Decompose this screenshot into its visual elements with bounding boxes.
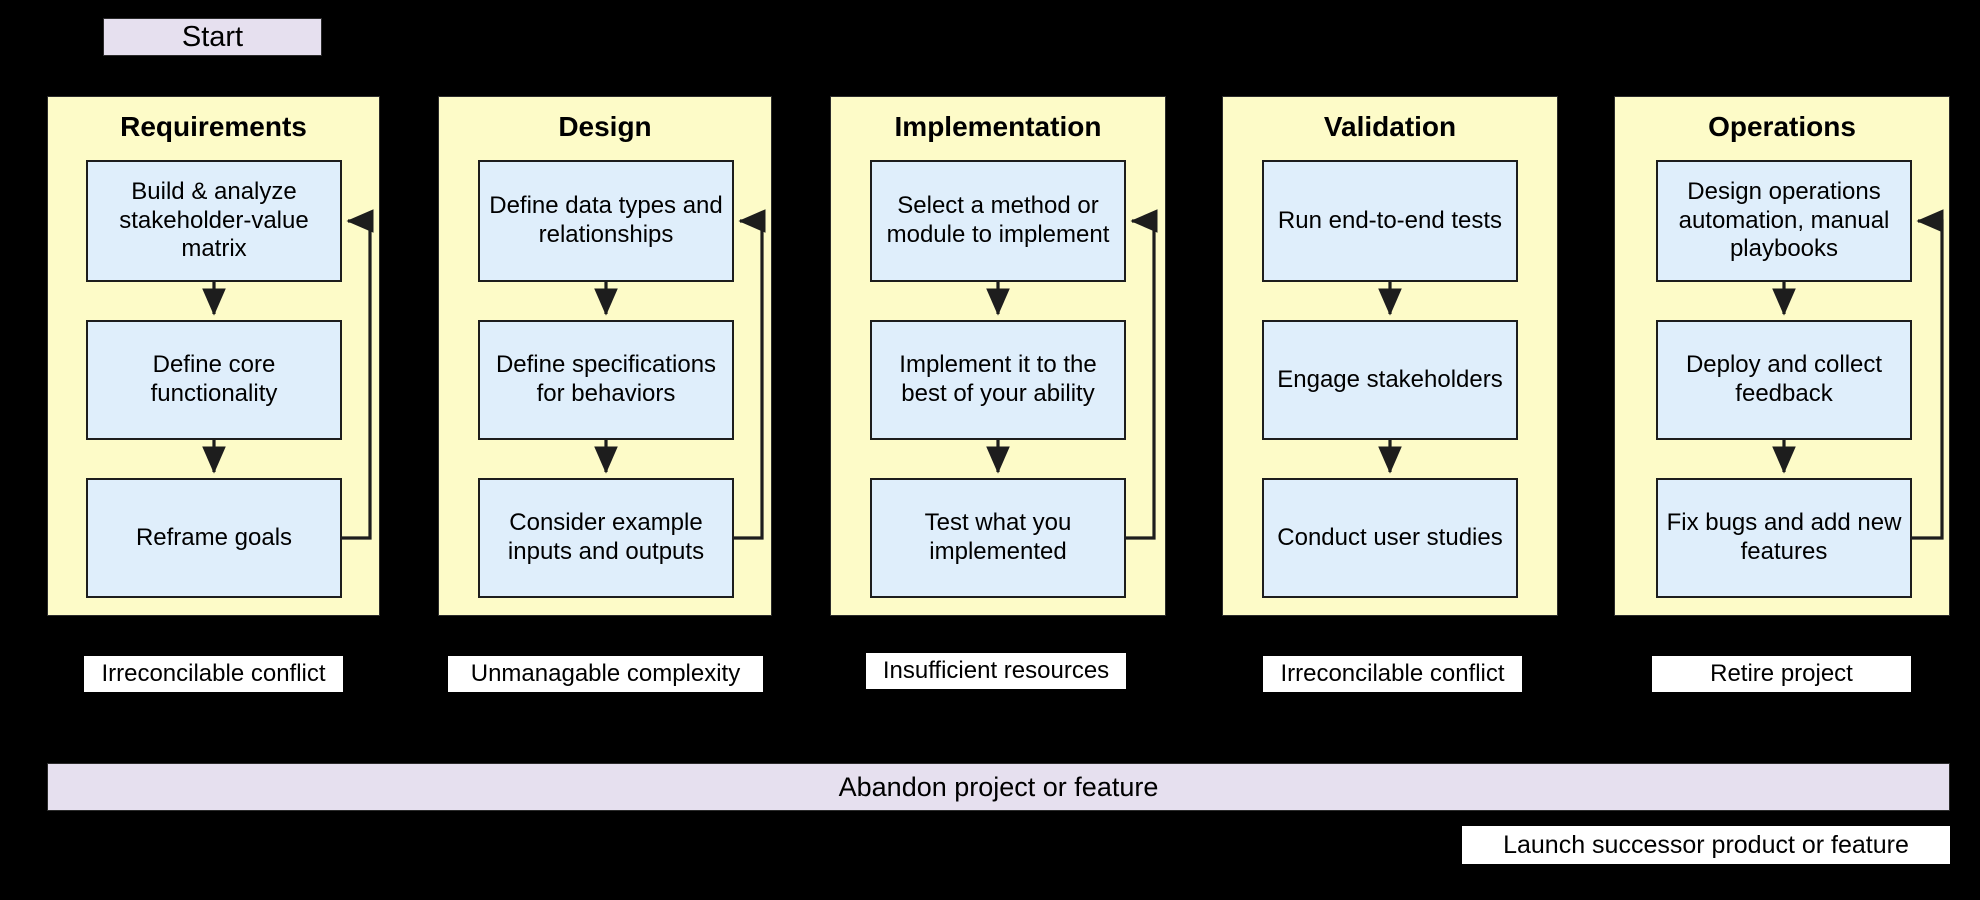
step-box-validation-2: Engage stakeholders	[1262, 320, 1518, 440]
exit-label-implementation: Insufficient resources	[866, 653, 1126, 689]
step-box-requirements-2: Define core functionality	[86, 320, 342, 440]
step-box-design-3: Consider example inputs and outputs	[478, 478, 734, 598]
phase-title-design: Design	[558, 111, 652, 142]
step-box-validation-1: Run end-to-end tests	[1262, 160, 1518, 282]
step-box-implementation-2: Implement it to the best of your ability	[870, 320, 1126, 440]
step-box-requirements-3: Reframe goals	[86, 478, 342, 598]
launch-bar: Launch successor product or feature	[1462, 826, 1950, 864]
exit-label-operations: Retire project	[1652, 656, 1911, 692]
step-box-requirements-1: Build & analyze stakeholder-value matrix	[86, 160, 342, 282]
step-box-implementation-1: Select a method or module to implement	[870, 160, 1126, 282]
phase-title-operations: Operations	[1708, 111, 1856, 142]
step-box-implementation-3: Test what you implemented	[870, 478, 1126, 598]
step-box-validation-3: Conduct user studies	[1262, 478, 1518, 598]
phase-title-requirements: Requirements	[120, 111, 307, 142]
start-label: Start	[181, 20, 244, 53]
exit-label-validation: Irreconcilable conflict	[1263, 656, 1522, 692]
start-node: Start	[103, 18, 322, 56]
step-box-operations-2: Deploy and collect feedback	[1656, 320, 1912, 440]
exit-label-requirements: Irreconcilable conflict	[84, 656, 343, 692]
step-box-design-2: Define specifications for behaviors	[478, 320, 734, 440]
abandon-bar: Abandon project or feature	[47, 763, 1950, 811]
exit-label-design: Unmanagable complexity	[448, 656, 763, 692]
step-box-operations-1: Design operations automation, manual pla…	[1656, 160, 1912, 282]
phase-title-validation: Validation	[1323, 111, 1457, 142]
step-box-design-1: Define data types and relationships	[478, 160, 734, 282]
phase-title-implementation: Implementation	[894, 111, 1102, 142]
step-box-operations-3: Fix bugs and add new features	[1656, 478, 1912, 598]
